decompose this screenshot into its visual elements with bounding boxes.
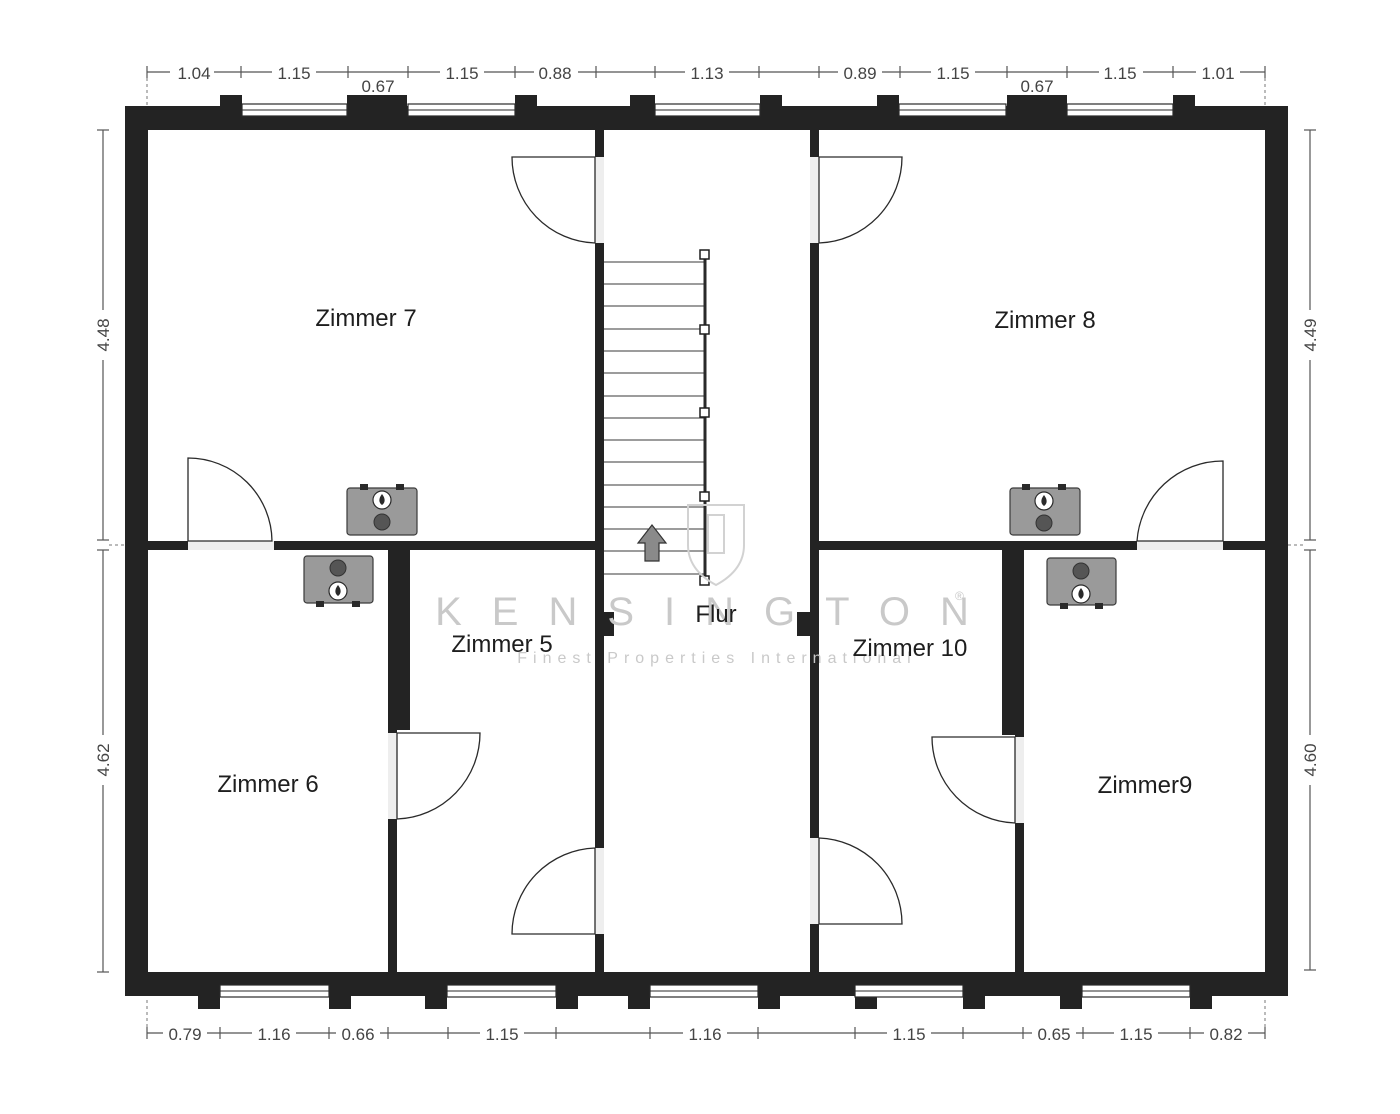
dim-left-upper: 4.48: [94, 318, 113, 351]
dim-top-11: 1.01: [1201, 64, 1234, 83]
dim-right-upper: 4.49: [1301, 318, 1320, 351]
room-label-flur: Flur: [695, 601, 736, 628]
dim-top-9: 0.67: [1020, 77, 1053, 96]
radiator-icon: [329, 559, 347, 577]
dim-bottom-8: 1.15: [1119, 1025, 1152, 1044]
room-label-zimmer10: Zimmer 10: [853, 635, 968, 662]
room-label-zimmer6: Zimmer 6: [217, 771, 318, 798]
staircase: [604, 249, 710, 586]
watermark-brand: KENSINGTON: [435, 590, 999, 634]
radiator-icon: [1072, 562, 1090, 580]
windows-top: [241, 103, 1174, 117]
dim-top-2: 1.15: [277, 64, 310, 83]
door-zimmer10: [818, 837, 903, 925]
dim-bottom-5: 1.16: [688, 1025, 721, 1044]
radiator-zimmer8: [1009, 484, 1081, 536]
dim-bottom-3: 0.66: [341, 1025, 374, 1044]
dim-left-lower: 4.62: [94, 743, 113, 776]
radiator-icon: [373, 513, 391, 531]
door-zimmer7: [511, 156, 596, 244]
dim-bottom-6: 1.15: [892, 1025, 925, 1044]
dim-top-10: 1.15: [1103, 64, 1136, 83]
door-zimmer9: [1136, 460, 1224, 542]
top-dimensions: 1.04 1.15 0.67 1.15 0.88 1.13 0.89 1.15 …: [146, 62, 1266, 105]
dim-top-6: 1.13: [690, 64, 723, 83]
door-zimmer6: [187, 457, 273, 542]
room-label-zimmer5: Zimmer 5: [451, 631, 552, 658]
bottom-dimensions: 0.79 1.16 0.66 1.15 1.16 1.15 0.65 1.15 …: [146, 1000, 1266, 1044]
door-zimmer10-9: [931, 736, 1016, 824]
radiator-zimmer7: [346, 484, 418, 536]
door-zimmer5: [511, 847, 596, 935]
dim-bottom-2: 1.16: [257, 1025, 290, 1044]
windows-bottom: [219, 984, 1191, 998]
room-labels: Zimmer 7 Zimmer 8 Zimmer 5 Zimmer 6 Zimm…: [217, 305, 1192, 799]
side-dimensions: 4.48 4.62 4.49 4.60: [93, 129, 1320, 973]
watermark-tagline: Finest Properties International: [517, 650, 916, 667]
watermark: KENSINGTON ® Finest Properties Internati…: [435, 504, 999, 667]
watermark-registered: ®: [955, 589, 964, 603]
dim-top-8: 1.15: [936, 64, 969, 83]
radiator-zimmer6: [303, 555, 374, 607]
door-zimmer8: [818, 156, 903, 244]
radiator-icon: [1035, 514, 1053, 532]
dim-top-5: 0.88: [538, 64, 571, 83]
door-zimmer5-6: [396, 732, 481, 820]
dim-top-4: 1.15: [445, 64, 478, 83]
interior-walls: [148, 130, 1265, 972]
dim-bottom-1: 0.79: [168, 1025, 201, 1044]
radiator-zimmer9: [1046, 557, 1117, 609]
dim-top-3: 0.67: [361, 77, 394, 96]
arrow-up-icon: [636, 524, 668, 562]
dim-top-7: 0.89: [843, 64, 876, 83]
room-label-zimmer7: Zimmer 7: [315, 305, 416, 332]
dim-right-lower: 4.60: [1301, 743, 1320, 776]
dim-bottom-7: 0.65: [1037, 1025, 1070, 1044]
room-label-zimmer9: Zimmer9: [1098, 772, 1193, 799]
room-label-zimmer8: Zimmer 8: [994, 307, 1095, 334]
dim-bottom-4: 1.15: [485, 1025, 518, 1044]
kensington-shield-logo: [687, 504, 745, 587]
dim-bottom-9: 0.82: [1209, 1025, 1242, 1044]
dim-top-1: 1.04: [177, 64, 210, 83]
doors: [187, 156, 1224, 935]
